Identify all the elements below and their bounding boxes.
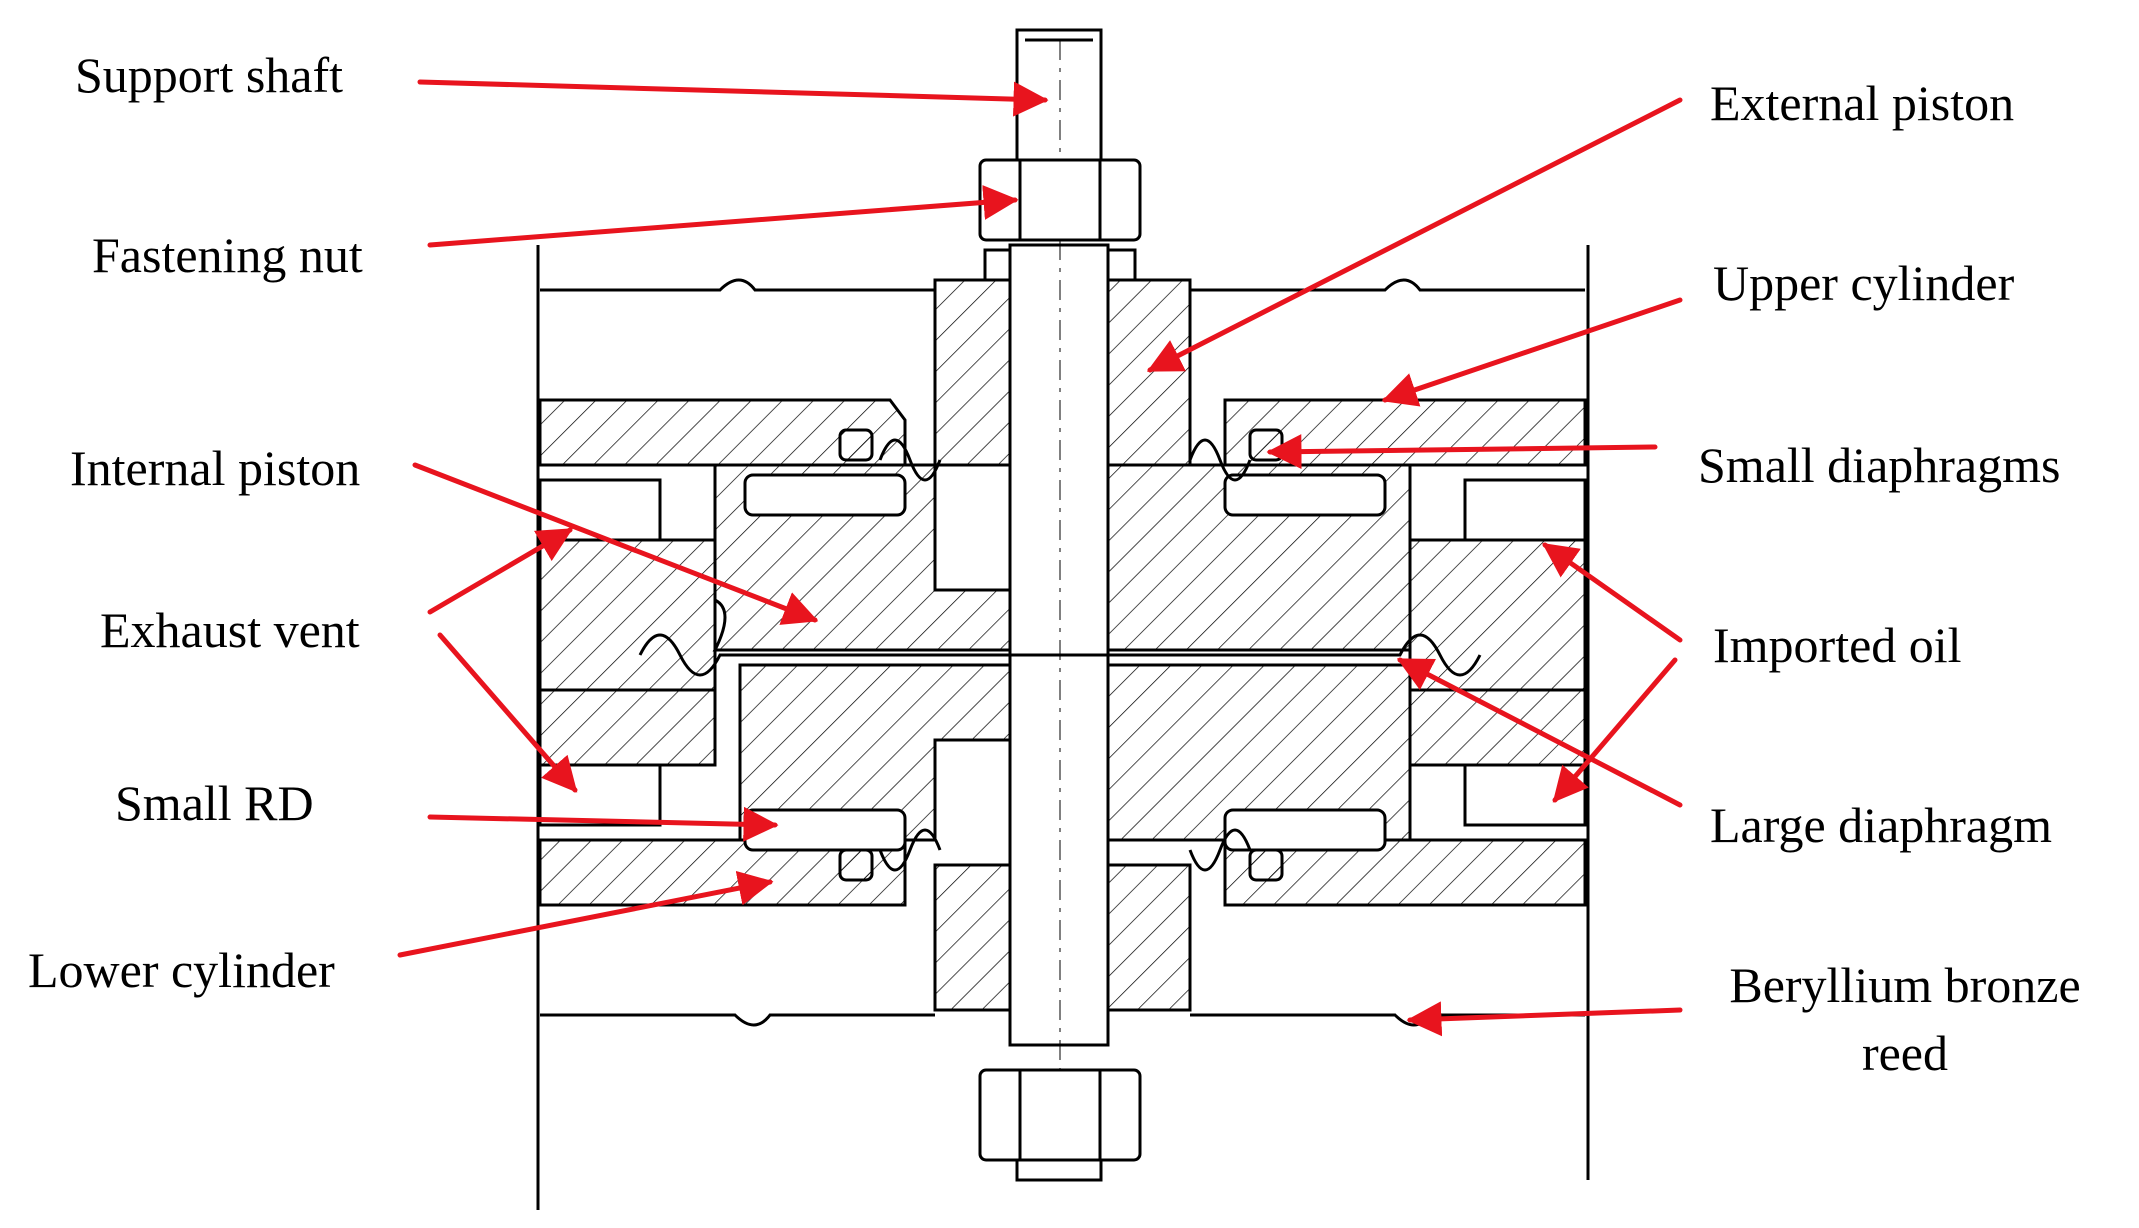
support-shaft-top [1015, 28, 1103, 162]
small-diaphragm-lower-left [878, 828, 942, 872]
arrow-lower-cylinder [397, 870, 774, 958]
small-seal-upper-left [838, 428, 874, 462]
support-shaft-body [1008, 243, 1110, 1047]
label-large-diaphragm: Large diaphragm [1710, 797, 2052, 853]
housing-middle-right [1408, 538, 1587, 692]
label-beryllium-line1: Beryllium bronze [1729, 957, 2081, 1013]
label-small-rd: Small RD [115, 775, 314, 831]
arrow-imported-oil-down [1552, 657, 1678, 803]
small-diaphragm-upper-right [1188, 438, 1252, 482]
lower-cylinder-right [1223, 838, 1587, 907]
small-rd-lower-left [743, 808, 907, 852]
label-small-diaphragms: Small diaphragms [1698, 437, 2061, 493]
external-piston-lower-right [1106, 863, 1192, 1012]
arrow-internal-piston [412, 462, 819, 625]
arrow-external-piston [1146, 97, 1683, 373]
piston-cap-left [935, 248, 1010, 282]
arrow-small-diaphragms [1266, 434, 1658, 470]
small-seal-lower-right [1248, 848, 1284, 882]
label-imported-oil: Imported oil [1713, 617, 1962, 673]
arrow-beryllium-reed [1406, 1001, 1683, 1037]
label-support-shaft: Support shaft [75, 47, 344, 103]
label-upper-cylinder: Upper cylinder [1713, 255, 2015, 311]
small-diaphragm-lower-right [1188, 828, 1252, 872]
exhaust-vent-upper [538, 478, 662, 542]
label-beryllium-line2: reed [1861, 1025, 1949, 1081]
arrow-support-shaft [417, 79, 1049, 117]
housing-lower-left [538, 688, 717, 767]
arrow-exhaust-vent-down [437, 632, 578, 793]
internal-piston-lower-left [738, 663, 1012, 842]
reed-top-left [540, 278, 935, 292]
small-seal-upper-right [1248, 428, 1284, 462]
internal-piston-lower-right [1106, 663, 1412, 842]
label-fastening-nut: Fastening nut [92, 227, 363, 283]
label-external-piston: External piston [1710, 75, 2015, 131]
external-piston-upper-right [1106, 278, 1192, 467]
arrow-fastening-nut [427, 184, 1019, 248]
label-lower-cylinder: Lower cylinder [28, 942, 335, 998]
drawing-lines [536, 28, 1590, 1210]
arrow-exhaust-vent-up [427, 527, 574, 615]
small-diaphragm-upper-left [878, 438, 942, 482]
housing-lower-right [1408, 688, 1587, 767]
oil-port-upper [1463, 478, 1587, 542]
small-rd-upper-left [743, 473, 907, 517]
small-seal-lower-left [838, 848, 874, 882]
upper-cylinder-left [538, 398, 907, 467]
arrow-small-rd [427, 806, 779, 842]
support-shaft-bottom [1015, 1158, 1103, 1182]
large-diaphragm [638, 633, 1482, 677]
reed-top-right [1190, 278, 1585, 292]
arrow-large-diaphragm [1396, 657, 1683, 808]
arrow-upper-cylinder [1381, 297, 1683, 407]
label-internal-piston: Internal piston [70, 440, 361, 496]
oil-port-lower [1463, 763, 1587, 827]
arrow-imported-oil-up [1542, 542, 1683, 643]
label-beryllium-bronze-reed: Beryllium bronze reed [1700, 960, 2110, 1078]
piston-cap-right [1108, 248, 1190, 282]
small-rd-upper-right [1223, 473, 1387, 517]
leader-arrows [397, 79, 1683, 1037]
external-piston-upper-left [933, 278, 1012, 467]
external-piston-lower-left [933, 863, 1012, 1012]
reed-bottom-left [540, 1013, 935, 1027]
label-exhaust-vent: Exhaust vent [100, 602, 360, 658]
fastening-nut-bottom [978, 1068, 1142, 1162]
small-rd-lower-right [1223, 808, 1387, 852]
